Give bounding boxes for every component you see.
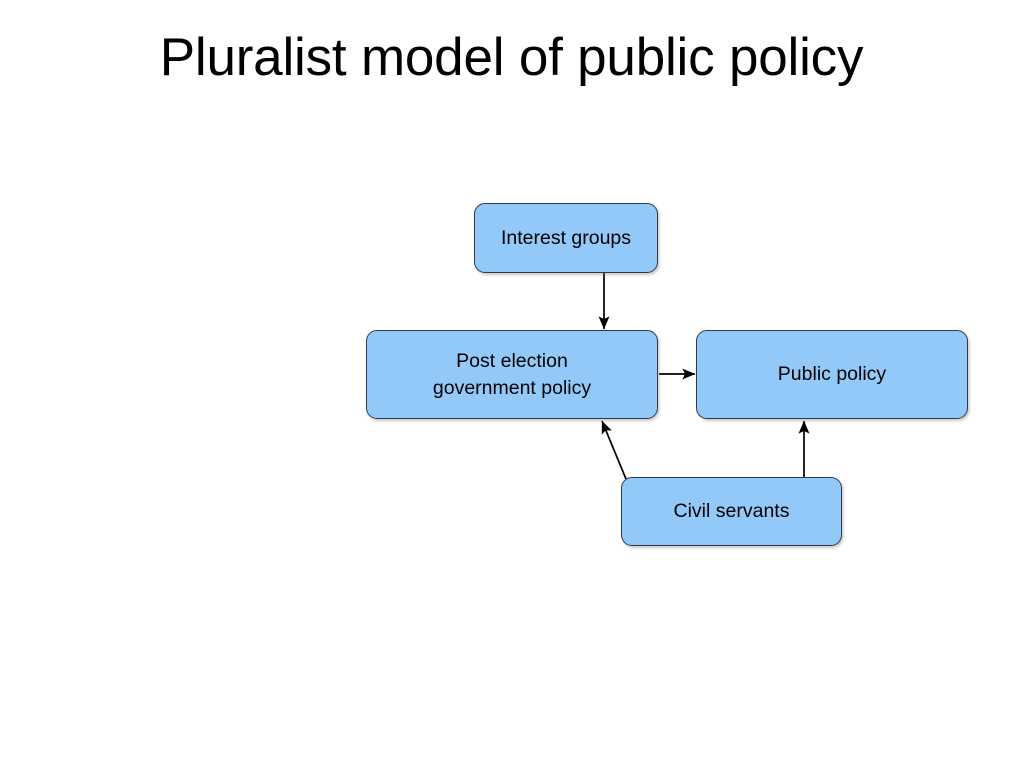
node-post-election-government-policy-label: Post election government policy xyxy=(432,349,592,399)
node-interest-groups-label: Interest groups xyxy=(500,226,632,249)
edge-civil-servants-to-post-election xyxy=(601,420,627,480)
node-civil-servants-label: Civil servants xyxy=(673,500,790,522)
node-public-policy[interactable]: Public policy xyxy=(696,330,968,419)
page-title: Pluralist model of public policy xyxy=(159,28,864,87)
node-post-election-government-policy[interactable]: Post election government policy xyxy=(366,330,658,419)
node-civil-servants[interactable]: Civil servants xyxy=(621,477,842,546)
node-public-policy-label: Public policy xyxy=(777,363,887,385)
node-interest-groups[interactable]: Interest groups xyxy=(474,203,658,273)
